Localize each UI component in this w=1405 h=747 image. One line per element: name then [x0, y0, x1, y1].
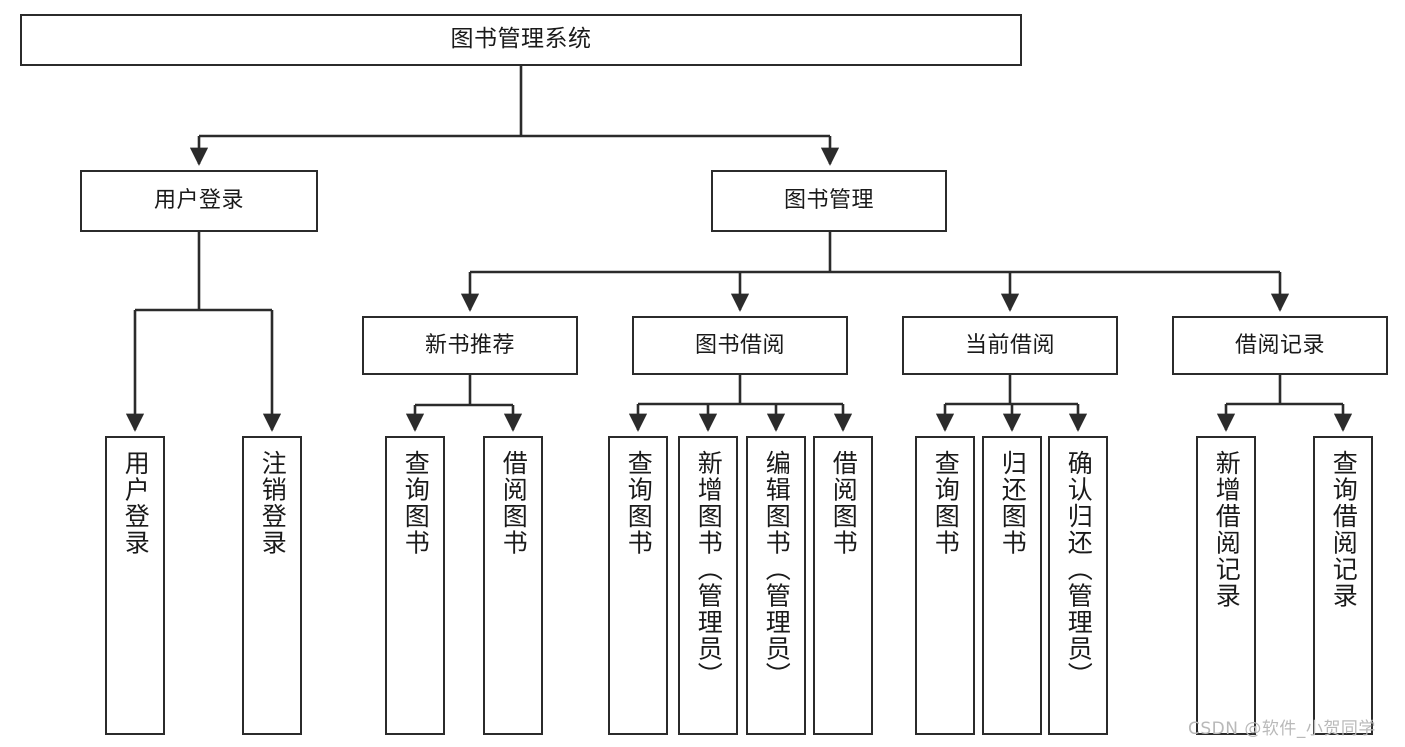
leaf-borrow-record-1-label: 新增借阅记录	[1212, 450, 1242, 609]
node-book-borrow-label: 图书借阅	[694, 332, 785, 358]
leaf-new-book-2-label: 借阅图书	[499, 450, 529, 556]
leaf-new-book-2[interactable]: 借阅图书	[483, 436, 543, 735]
node-new-book-recommend-label: 新书推荐	[424, 332, 515, 358]
leaf-book-borrow-2-label: 新增图书（管理员）	[694, 450, 724, 689]
node-current-borrow-label: 当前借阅	[964, 332, 1055, 358]
leaf-user-login-2-label: 注销登录	[258, 450, 288, 556]
node-book-management[interactable]: 图书管理	[711, 170, 947, 232]
leaf-new-book-1[interactable]: 查询图书	[385, 436, 445, 735]
leaf-book-borrow-1[interactable]: 查询图书	[608, 436, 668, 735]
node-borrow-record[interactable]: 借阅记录	[1172, 316, 1388, 375]
leaf-book-borrow-4[interactable]: 借阅图书	[813, 436, 873, 735]
leaf-book-borrow-3[interactable]: 编辑图书（管理员）	[746, 436, 806, 735]
leaf-user-login-1-label: 用户登录	[121, 450, 151, 556]
leaf-current-borrow-2-label: 归还图书	[998, 450, 1028, 556]
leaf-new-book-1-label: 查询图书	[401, 450, 431, 556]
leaf-current-borrow-3-label: 确认归还（管理员）	[1064, 450, 1094, 689]
node-root-label: 图书管理系统	[450, 26, 592, 53]
leaf-borrow-record-2[interactable]: 查询借阅记录	[1313, 436, 1373, 735]
node-book-borrow[interactable]: 图书借阅	[632, 316, 848, 375]
leaf-book-borrow-2[interactable]: 新增图书（管理员）	[678, 436, 738, 735]
watermark: CSDN @软件_小贺同学	[1188, 719, 1376, 739]
node-current-borrow[interactable]: 当前借阅	[902, 316, 1118, 375]
leaf-book-borrow-3-label: 编辑图书（管理员）	[762, 450, 792, 689]
node-user-login[interactable]: 用户登录	[80, 170, 318, 232]
leaf-user-login-2[interactable]: 注销登录	[242, 436, 302, 735]
leaf-user-login-1[interactable]: 用户登录	[105, 436, 165, 735]
leaf-current-borrow-3[interactable]: 确认归还（管理员）	[1048, 436, 1108, 735]
node-book-management-label: 图书管理	[783, 188, 874, 214]
leaf-book-borrow-1-label: 查询图书	[624, 450, 654, 556]
leaf-borrow-record-1[interactable]: 新增借阅记录	[1196, 436, 1256, 735]
leaf-current-borrow-1[interactable]: 查询图书	[915, 436, 975, 735]
node-root[interactable]: 图书管理系统	[20, 14, 1022, 66]
leaf-book-borrow-4-label: 借阅图书	[829, 450, 859, 556]
node-user-login-label: 用户登录	[153, 188, 244, 214]
node-borrow-record-label: 借阅记录	[1234, 332, 1325, 358]
leaf-borrow-record-2-label: 查询借阅记录	[1329, 450, 1359, 609]
node-new-book-recommend[interactable]: 新书推荐	[362, 316, 578, 375]
leaf-current-borrow-1-label: 查询图书	[931, 450, 961, 556]
leaf-current-borrow-2[interactable]: 归还图书	[982, 436, 1042, 735]
